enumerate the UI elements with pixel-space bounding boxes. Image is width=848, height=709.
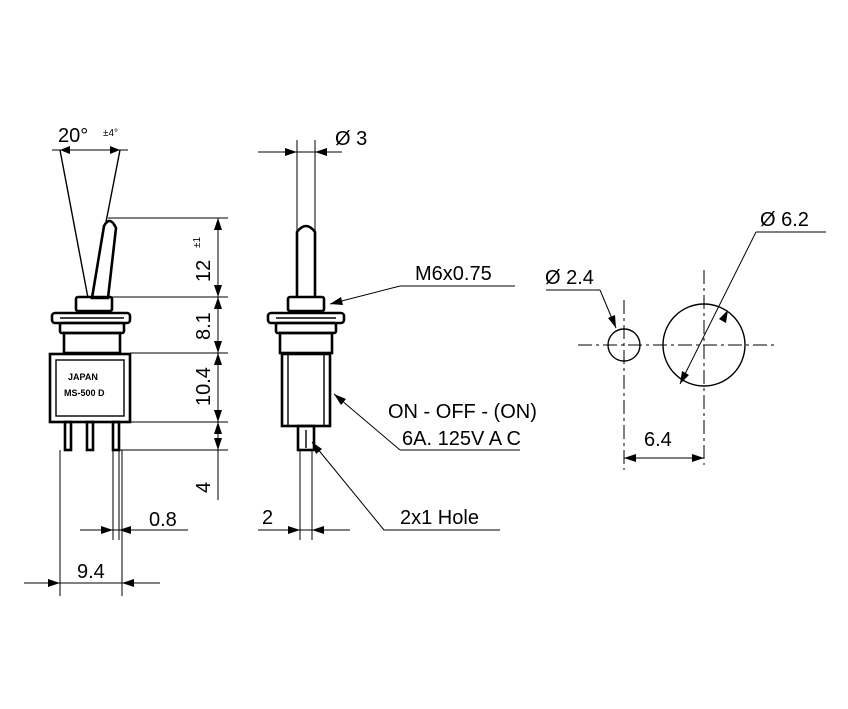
body-marking-line1: JAPAN <box>68 372 98 382</box>
large-hole-diameter-label: Ø 6.2 <box>760 209 809 231</box>
body-height-label: 10.4 <box>193 367 215 406</box>
side-body <box>280 352 332 428</box>
side-terminal <box>296 424 316 452</box>
terminal-length-label: 4 <box>193 482 215 493</box>
terminal-right <box>111 420 121 452</box>
small-hole-diameter-label: Ø 2.4 <box>545 267 594 289</box>
side-lever <box>295 224 317 298</box>
lever-diameter-label: Ø 3 <box>335 128 367 150</box>
toggle-lever <box>90 219 118 300</box>
front-view: JAPAN MS-500 D 12 ±1 8.1 10.4 4 20° ±4° <box>24 125 228 596</box>
bushing-height-label: 8.1 <box>193 312 215 340</box>
side-view: Ø 3 2 M6x0.75 ON - OFF - (ON) 6A. 125V A… <box>258 128 537 540</box>
hole-label: 2x1 Hole <box>400 507 479 529</box>
terminal-center <box>85 420 95 452</box>
lever-angle-label: 20° <box>58 125 88 147</box>
terminal-width-label: 0.8 <box>149 509 177 531</box>
large-hole <box>662 303 746 387</box>
hole-spacing-label: 6.4 <box>644 429 672 451</box>
lever-height-tolerance: ±1 <box>192 237 203 248</box>
terminal-left <box>63 420 73 452</box>
panel-cutout: Ø 2.4 Ø 6.2 6.4 <box>545 209 826 470</box>
thread-label: M6x0.75 <box>415 263 492 285</box>
function-label: ON - OFF - (ON) <box>388 401 537 423</box>
bushing <box>58 321 126 335</box>
lever-height-label: 12 <box>193 260 215 282</box>
body-width-label: 9.4 <box>77 561 105 583</box>
rating-label: 6A. 125V A C <box>402 428 521 450</box>
hex-nut <box>74 295 114 313</box>
lever-angle-tolerance: ±4° <box>103 128 118 139</box>
small-hole <box>607 328 641 362</box>
terminal-thickness-label: 2 <box>262 507 273 529</box>
body-marking-line2: MS-500 D <box>64 388 105 398</box>
